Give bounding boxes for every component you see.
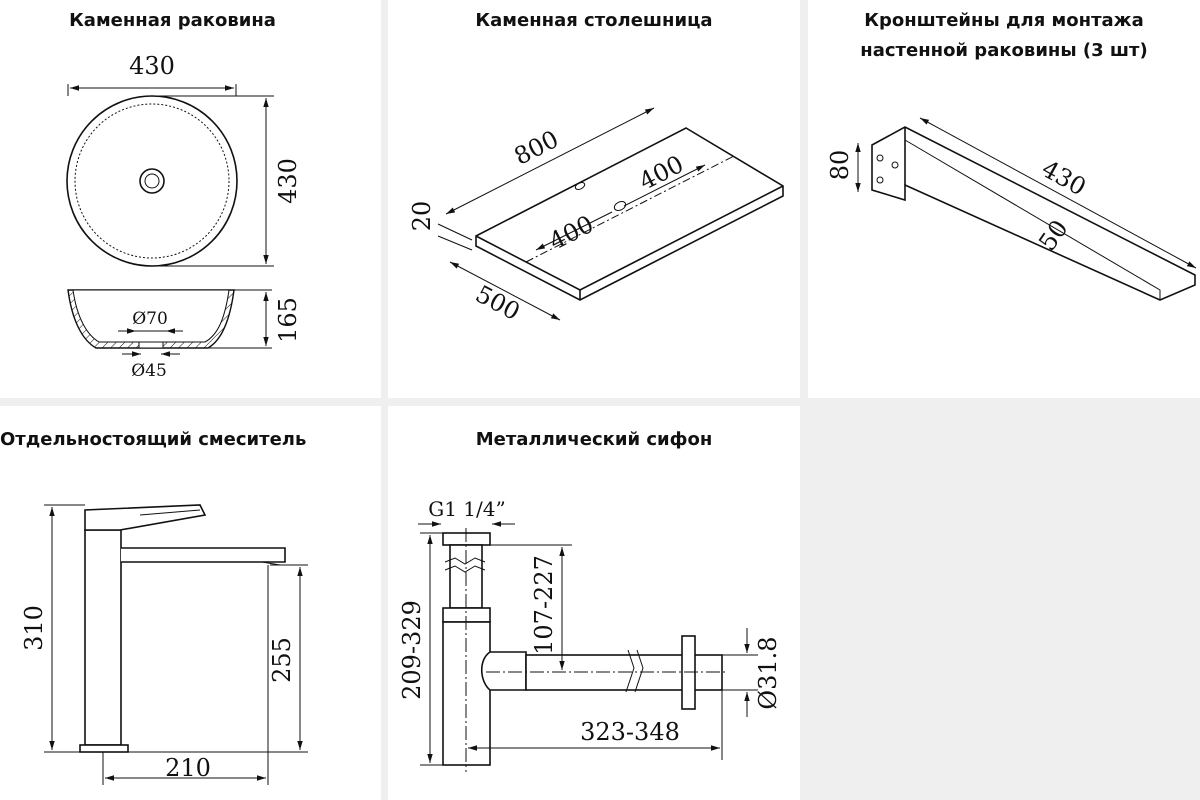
svg-text:Ø45: Ø45 — [131, 361, 167, 381]
brackets-title-line2: настенной раковины (3 шт) — [860, 40, 1148, 61]
svg-text:107-227: 107-227 — [530, 555, 558, 655]
svg-text:Ø31.8: Ø31.8 — [754, 636, 782, 709]
panel-faucet — [0, 406, 381, 800]
svg-text:209-329: 209-329 — [398, 600, 426, 700]
svg-text:G1 1/4”: G1 1/4” — [428, 497, 505, 521]
svg-text:165: 165 — [274, 297, 302, 343]
svg-text:430: 430 — [1037, 155, 1091, 202]
countertop-title: Каменная столешница — [475, 10, 713, 31]
sink-drawing: 430 430 Ø70 Ø45 165 — [66, 52, 302, 381]
countertop-drawing: 800 400 400 20 500 — [408, 107, 784, 326]
svg-text:255: 255 — [268, 637, 296, 683]
sink-title: Каменная раковина — [69, 10, 276, 31]
svg-text:80: 80 — [826, 150, 854, 181]
svg-text:430: 430 — [274, 158, 302, 204]
svg-text:800: 800 — [510, 125, 564, 171]
faucet-title: Отдельностоящий смеситель — [0, 429, 307, 450]
svg-text:323-348: 323-348 — [580, 718, 680, 746]
svg-text:20: 20 — [408, 201, 436, 232]
siphon-title: Металлический сифон — [475, 429, 713, 450]
svg-text:500: 500 — [471, 280, 525, 326]
svg-text:210: 210 — [165, 754, 211, 782]
bracket-drawing: 80 430 50 — [826, 117, 1197, 301]
svg-text:430: 430 — [129, 52, 175, 80]
faucet-drawing: 310 255 210 — [20, 504, 308, 785]
siphon-drawing: G1 1/4” 209-329 107-227 Ø31.8 323-348 — [398, 497, 782, 772]
svg-text:Ø70: Ø70 — [132, 309, 168, 329]
svg-text:310: 310 — [20, 605, 48, 651]
brackets-title-line1: Кронштейны для монтажа — [864, 10, 1144, 31]
